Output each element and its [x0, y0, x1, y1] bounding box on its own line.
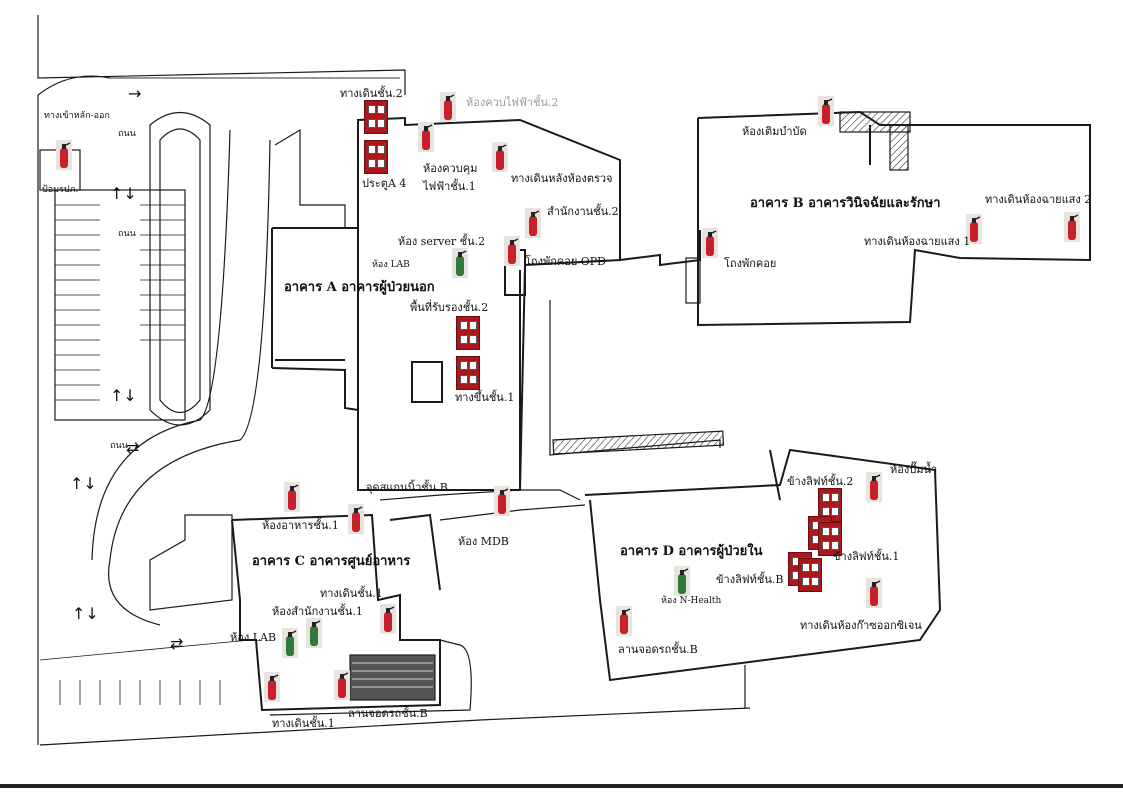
- label-lab-b: ห้อง LAB: [230, 631, 277, 644]
- road-curve-left-outer: [91, 129, 231, 561]
- island-loop-inner: [159, 128, 201, 414]
- arrow-right-icon: →: [128, 84, 142, 103]
- fire-extinguisher-icon: [525, 208, 541, 238]
- arrow-leftright-icon: ⇄: [126, 438, 140, 457]
- label-rehab-room: ห้องเติมบำบัด: [742, 125, 807, 138]
- fire-extinguisher-icon: [348, 504, 364, 534]
- label-oxygen-walk: ทางเดินห้องก๊าซออกซิเจน: [800, 619, 922, 632]
- fire-extinguisher-icon: [494, 486, 510, 516]
- label-lift-b: ข้างลิฟท์ชั้น.B: [716, 573, 784, 586]
- label-back-walkway: ทางเดินหลังห้องตรวจ: [511, 172, 613, 185]
- label-road-1: ถนน: [118, 129, 136, 139]
- fire-extinguisher-icon: [866, 472, 882, 502]
- fire-hose-cabinet-icon: [818, 522, 842, 556]
- fire-extinguisher-icon: [866, 578, 882, 608]
- label-office-2: สำนักงานชั้น.2: [547, 205, 619, 218]
- label-entrance-sign: ทางเข้าหลัก-ออก: [44, 111, 110, 121]
- building-d-title: อาคาร D อาคารผู้ป่วยใน: [620, 544, 763, 559]
- label-pump-room: ห้องปั๊มน้ำ: [890, 463, 938, 476]
- label-road-2: ถนน: [118, 229, 136, 239]
- fire-extinguisher-icon: [284, 482, 300, 512]
- fire-extinguisher-icon: [1064, 212, 1080, 242]
- island-loop: [149, 112, 211, 426]
- label-electric-room-2: ห้องควบไฟฟ้าชั้น.2: [466, 96, 559, 109]
- arrow-updown-icon: ↑↓: [110, 184, 137, 203]
- walkway-long: [549, 300, 721, 456]
- label-guard-post: ป้อมรปภ.: [42, 185, 79, 195]
- fire-extinguisher-icon: [616, 606, 632, 636]
- fire-extinguisher-icon: [56, 140, 72, 170]
- road-curve-left: [108, 139, 271, 626]
- label-reception-2: พื้นที่รับรองชั้น.2: [410, 301, 489, 314]
- road-curve-top: [37, 75, 400, 96]
- fire-extinguisher-icon: [674, 566, 690, 596]
- fire-extinguisher-icon: [492, 142, 508, 172]
- arrow-updown-icon: ↑↓: [72, 604, 99, 623]
- label-office-1: ห้องสำนักงานชั้น.1: [272, 605, 363, 618]
- label-mdb-room: ห้อง MDB: [458, 535, 509, 548]
- building-c-walls: [231, 513, 441, 712]
- label-server-room-2: ห้อง server ชั้น.2: [398, 235, 486, 248]
- label-gate-4: ประตูA 4: [362, 177, 407, 190]
- fire-extinguisher-icon: [818, 96, 834, 126]
- c-bottom-curve: [269, 639, 472, 716]
- fire-hose-cabinet-icon: [456, 316, 480, 350]
- label-electric-room-1b: ไฟฟ้าชั้น.1: [423, 180, 476, 193]
- corridor-bottom: [379, 489, 581, 501]
- bottom-divider: [0, 784, 1123, 788]
- arrow-updown-icon: ↑↓: [110, 386, 137, 405]
- fire-hose-cabinet-icon: [798, 558, 822, 592]
- label-n-health: ห้อง N-Health: [661, 596, 722, 606]
- label-lab-room: ห้อง LAB: [372, 260, 410, 270]
- site-bottom-edge: [39, 707, 751, 746]
- building-c-outer: [149, 514, 233, 611]
- fire-extinguisher-icon: [264, 672, 280, 702]
- label-xray-walk-2: ทางเดินห้องฉายแสง 2: [985, 193, 1092, 206]
- fire-extinguisher-icon: [504, 236, 520, 266]
- label-fire-exit-2: ทางเดินชั้น.2: [340, 87, 403, 100]
- site-boundary-top: [37, 15, 406, 95]
- corridor-mdb: [439, 504, 586, 521]
- fire-hose-cabinet-icon: [456, 356, 480, 390]
- building-c-title: อาคาร C อาคารศูนย์อาหาร: [252, 554, 411, 569]
- fire-extinguisher-icon: [334, 670, 350, 700]
- label-lift-1: ข้างลิฟท์ชั้น.1: [833, 550, 900, 563]
- fire-extinguisher-icon: [306, 618, 322, 648]
- label-walk-1-bottom: ทางเดินชั้น.1: [272, 717, 335, 730]
- label-b-hall: โถงพักคอย: [724, 257, 777, 270]
- fire-extinguisher-icon: [452, 248, 468, 278]
- arrow-leftright-icon: ⇄: [170, 634, 184, 653]
- building-b-title: อาคาร B อาคารวินิจฉัยและรักษา: [750, 196, 941, 211]
- building-d-walls: [584, 448, 942, 682]
- fire-hose-cabinet-icon: [364, 100, 388, 134]
- parking-block-left: [54, 189, 186, 421]
- fire-extinguisher-icon: [966, 214, 982, 244]
- label-road-3: ถนน: [110, 441, 128, 451]
- stairs-c: [349, 654, 436, 701]
- arrow-updown-icon: ↑↓: [70, 474, 97, 493]
- connector-b-column: [685, 257, 701, 304]
- connector-a-b: [619, 230, 701, 267]
- fire-extinguisher-icon: [418, 122, 434, 152]
- label-lift-2: ข้างลิฟท์ชั้น.2: [787, 475, 854, 488]
- fire-extinguisher-icon: [702, 228, 718, 258]
- walkway-hatched: [552, 430, 725, 455]
- label-electric-room-1: ห้องควบคุม: [423, 162, 478, 175]
- label-xray-walk-1: ทางเดินห้องฉายแสง 1: [864, 235, 971, 248]
- fire-extinguisher-icon: [282, 628, 298, 658]
- fire-extinguisher-icon: [380, 604, 396, 634]
- label-parking-b-c: ลานจอดรถชั้น.B: [348, 707, 428, 720]
- label-walk-1: ทางเดินชั้น.1: [320, 587, 383, 600]
- label-opd-hall: โถงพักคอย OPD: [525, 255, 606, 268]
- building-a-top-annex: [274, 128, 346, 228]
- label-canteen-1: ห้องอาหารชั้น.1: [262, 519, 339, 532]
- fire-hose-cabinet-icon: [364, 140, 388, 174]
- building-a-title: อาคาร A อาคารผู้ป่วยนอก: [284, 280, 435, 295]
- fire-extinguisher-icon: [440, 92, 456, 122]
- label-stairs-1: ทางขึ้นชั้น.1: [455, 391, 515, 404]
- label-parking-b-d: ลานจอดรถชั้น.B: [618, 643, 698, 656]
- b-hatched-wall-2: [889, 124, 909, 171]
- label-scan-point: จุดสแกนนิ้วชั้น.B: [366, 481, 448, 494]
